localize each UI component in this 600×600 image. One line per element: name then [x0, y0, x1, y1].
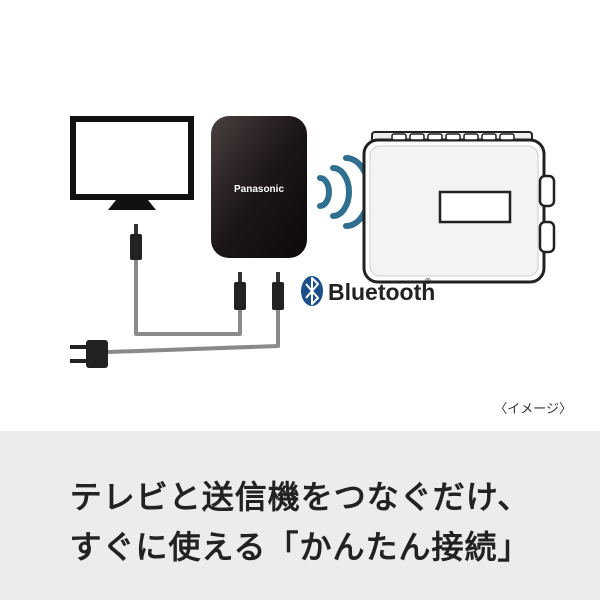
headline-line-1: テレビと送信機をつなぐだけ、 [69, 478, 531, 516]
tv-audio-plug-icon [130, 224, 142, 260]
tv-icon [70, 116, 194, 210]
tv-to-transmitter-cable [134, 258, 242, 336]
headline-panel [0, 431, 600, 600]
transmitter-device: Panasonic [211, 116, 307, 258]
image-note: 〈イメージ〉 [494, 402, 572, 417]
radio-device [362, 131, 556, 284]
power-cable [107, 310, 280, 354]
cables [107, 258, 280, 354]
bluetooth-label: Bluetooth [328, 279, 435, 305]
bluetooth-registered-mark: ® [424, 277, 432, 286]
wireless-waves-icon [317, 155, 372, 229]
headline-line-2: すぐに使える「かんたん接続」 [69, 528, 531, 566]
connection-diagram: Panasonic [70, 116, 556, 368]
illustration-area: Panasonic [70, 116, 572, 417]
bluetooth-logo: Bluetooth ® [301, 276, 435, 306]
power-plug-icon [70, 340, 108, 368]
transmitter-plugs [234, 272, 284, 310]
transmitter-brand: Panasonic [234, 184, 284, 195]
